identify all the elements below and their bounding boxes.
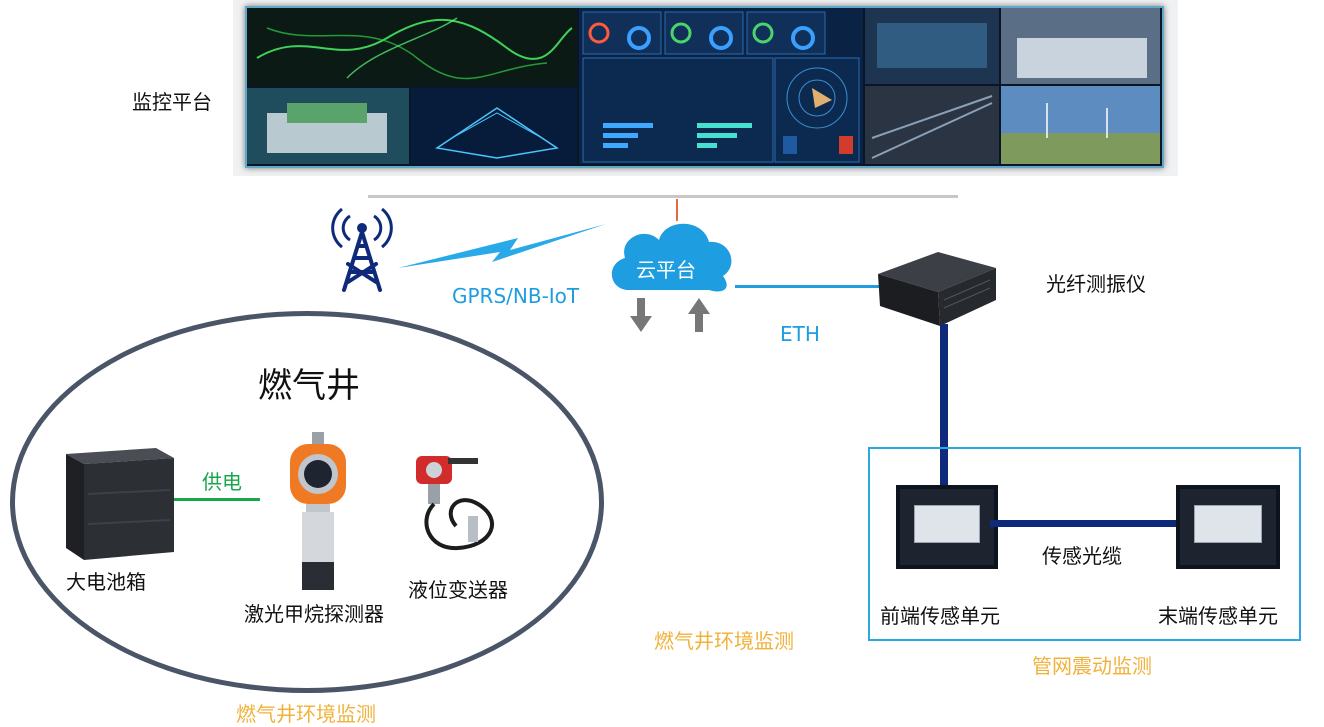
monitor-platform-label: 监控平台 bbox=[132, 90, 212, 114]
eth-line bbox=[735, 285, 880, 288]
pipeline-vibration-label: 管网震动监测 bbox=[1032, 654, 1152, 678]
battery-box-label: 大电池箱 bbox=[66, 570, 146, 594]
power-supply-label: 供电 bbox=[202, 470, 242, 494]
eth-label: ETH bbox=[780, 322, 820, 346]
cloud-platform-label: 云平台 bbox=[636, 258, 696, 282]
front-sensor-label: 前端传感单元 bbox=[880, 604, 1000, 628]
cloud-icon bbox=[611, 223, 732, 292]
gprs-label: GPRS/NB-IoT bbox=[452, 284, 580, 308]
monitor-wall-graphics bbox=[247, 8, 1160, 164]
fiber-downlink bbox=[940, 324, 948, 490]
pipeline-vibration-frame bbox=[868, 447, 1301, 641]
monitor-wall-screen bbox=[245, 6, 1164, 168]
lightning-bolt-icon bbox=[398, 224, 606, 268]
level-transmitter-label: 液位变送器 bbox=[408, 578, 508, 602]
level-transmitter bbox=[416, 456, 494, 551]
bus-line bbox=[368, 195, 958, 198]
fiber-vibrometer-device bbox=[878, 252, 996, 326]
end-sensor-label: 末端传感单元 bbox=[1158, 604, 1278, 628]
methane-detector-label: 激光甲烷探测器 bbox=[244, 602, 384, 626]
sensing-cable-line bbox=[990, 520, 1176, 527]
fiber-vibrometer-label: 光纤测振仪 bbox=[1046, 272, 1146, 296]
env-monitor-center-label: 燃气井环境监测 bbox=[654, 629, 794, 653]
front-sensor-unit bbox=[896, 485, 998, 569]
arrow-up-icon bbox=[688, 298, 710, 332]
sensing-cable-label: 传感光缆 bbox=[1042, 544, 1122, 568]
methane-detector bbox=[290, 432, 346, 590]
arrow-down-icon bbox=[630, 298, 652, 332]
power-line bbox=[174, 498, 260, 501]
gas-well-ellipse bbox=[10, 311, 604, 693]
gas-well-title: 燃气井 bbox=[258, 366, 360, 406]
env-monitor-bottom-label: 燃气井环境监测 bbox=[236, 702, 376, 726]
battery-box bbox=[66, 448, 174, 560]
cloud-uplink bbox=[676, 199, 678, 221]
end-sensor-unit bbox=[1176, 485, 1280, 569]
cell-tower-icon bbox=[331, 207, 393, 292]
